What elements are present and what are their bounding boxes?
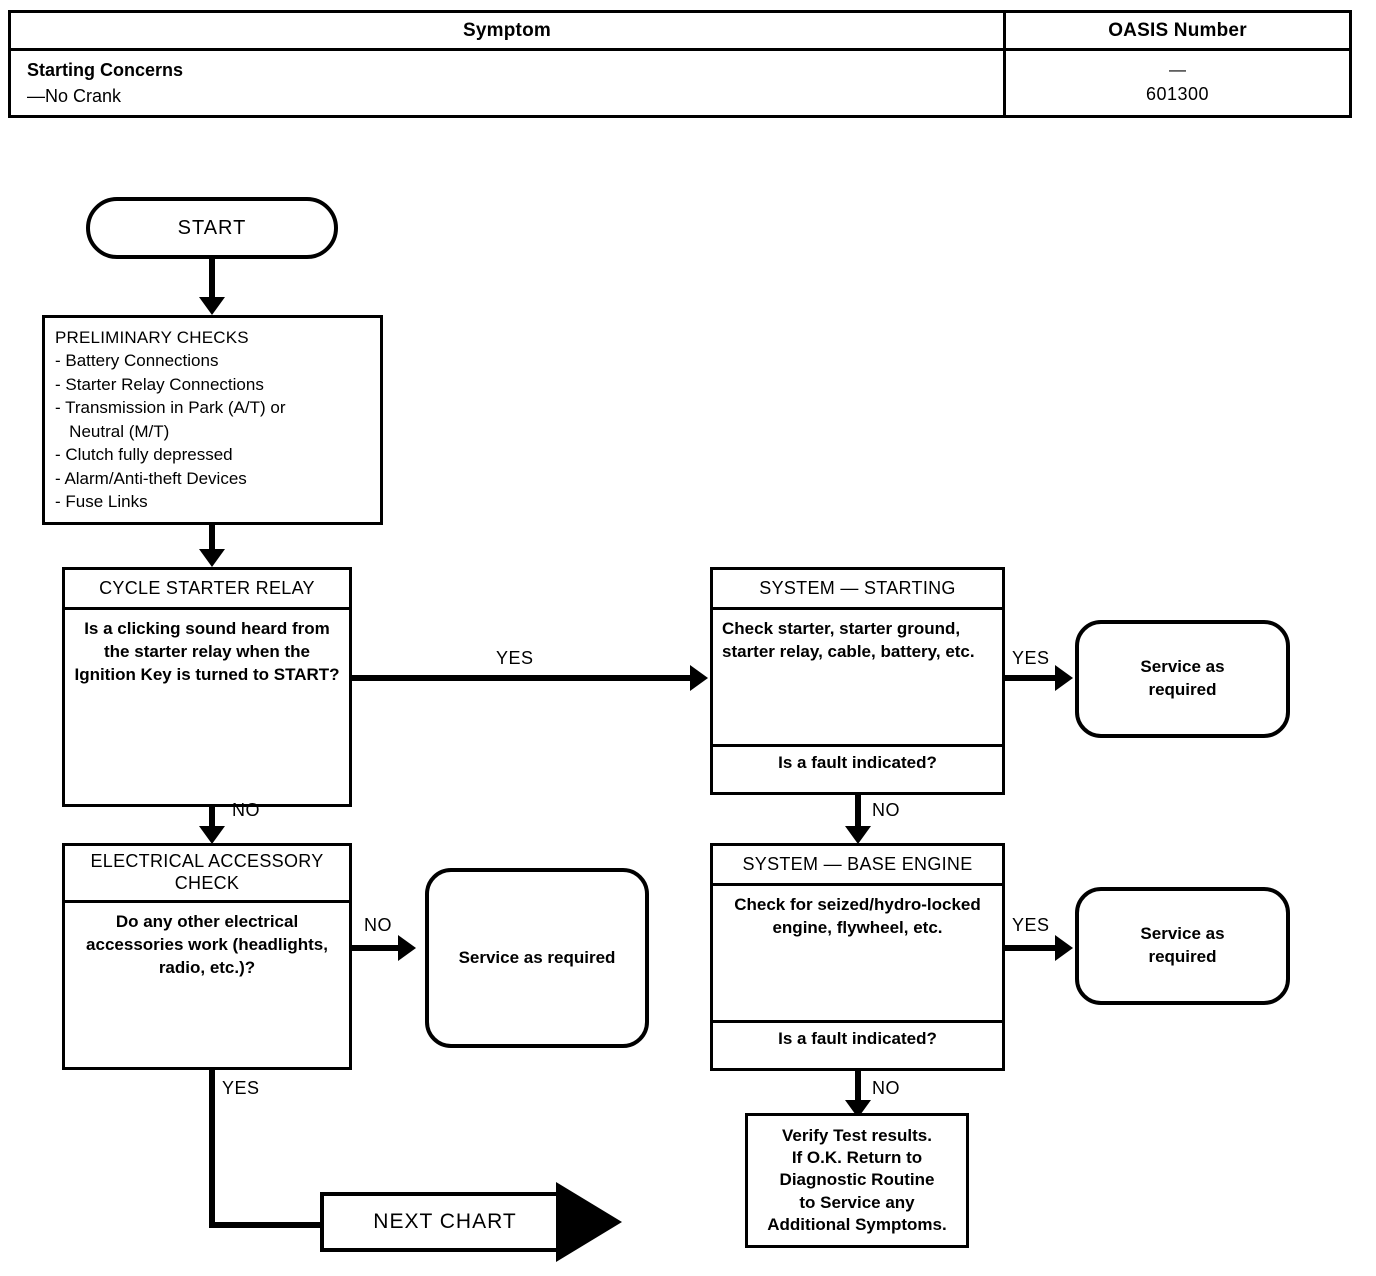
electrical-accessory-check-node: ELECTRICAL ACCESSORY CHECK Do any other … bbox=[62, 843, 352, 1070]
preliminary-item-fuse-links: - Fuse Links bbox=[55, 492, 148, 512]
preliminary-checks-node: PRELIMINARY CHECKS - Battery Connections… bbox=[42, 315, 383, 525]
connector-relay-yes bbox=[352, 675, 692, 681]
arrowhead-base-engine-yes bbox=[1055, 935, 1073, 961]
preliminary-checks-content: PRELIMINARY CHECKS - Battery Connections… bbox=[45, 318, 380, 522]
preliminary-item-neutral: Neutral (M/T) bbox=[55, 421, 170, 441]
system-starting-title: SYSTEM — STARTING bbox=[713, 570, 1002, 610]
cycle-starter-relay-question: Is a clicking sound heard from the start… bbox=[74, 619, 340, 684]
service-as-required-accessory: Service as required bbox=[425, 868, 649, 1048]
arrowhead-relay-no bbox=[199, 826, 225, 844]
symptom-header-cell: Symptom bbox=[11, 13, 1006, 48]
symptom-value-cell: Starting Concerns —No Crank bbox=[11, 51, 1006, 115]
connector-base-engine-yes bbox=[1005, 945, 1057, 951]
preliminary-item-alarm: - Alarm/Anti-theft Devices bbox=[55, 468, 247, 488]
connector-accessory-yes-vertical bbox=[209, 1070, 215, 1228]
symptom-title: Starting Concerns bbox=[27, 59, 184, 80]
edge-label-starting-no: NO bbox=[872, 800, 900, 820]
edge-label-base-engine-no: NO bbox=[872, 1078, 900, 1098]
electrical-accessory-check-title: ELECTRICAL ACCESSORY CHECK bbox=[65, 846, 349, 903]
arrowhead-start-to-preliminary bbox=[199, 297, 225, 315]
oasis-header-cell: OASIS Number bbox=[1006, 13, 1349, 48]
verify-test-results-node: Verify Test results. If O.K. Return to D… bbox=[745, 1113, 969, 1248]
preliminary-item-battery: - Battery Connections bbox=[55, 351, 219, 371]
system-base-engine-body: Check for seized/hydro-locked engine, fl… bbox=[734, 895, 981, 937]
service-as-required-base-engine: Service as required bbox=[1075, 887, 1290, 1005]
preliminary-item-transmission: - Transmission in Park (A/T) or bbox=[55, 398, 286, 418]
next-chart-banner[interactable]: NEXT CHART bbox=[320, 1192, 570, 1252]
next-chart-label: NEXT CHART bbox=[373, 1210, 517, 1233]
service-as-required-starting: Service as required bbox=[1075, 620, 1290, 738]
table-data-row: Starting Concerns —No Crank — 601300 bbox=[11, 51, 1349, 115]
arrowhead-accessory-no bbox=[398, 935, 416, 961]
next-chart-arrowhead-icon bbox=[556, 1182, 622, 1262]
arrowhead-starting-yes bbox=[1055, 665, 1073, 691]
preliminary-item-starter-relay: - Starter Relay Connections bbox=[55, 374, 264, 394]
preliminary-item-clutch: - Clutch fully depressed bbox=[55, 445, 233, 465]
cycle-starter-relay-title: CYCLE STARTER RELAY bbox=[65, 570, 349, 610]
arrowhead-preliminary-to-relay bbox=[199, 549, 225, 567]
oasis-dash: — bbox=[1169, 60, 1186, 79]
symptom-detail: —No Crank bbox=[27, 86, 122, 106]
connector-start-to-preliminary bbox=[209, 259, 215, 299]
preliminary-checks-title: PRELIMINARY CHECKS bbox=[55, 328, 249, 347]
symptom-oasis-table: Symptom OASIS Number Starting Concerns —… bbox=[8, 10, 1352, 118]
table-header-row: Symptom OASIS Number bbox=[11, 13, 1349, 51]
oasis-column-header: OASIS Number bbox=[1108, 19, 1247, 41]
verify-test-results-label: Verify Test results. If O.K. Return to D… bbox=[767, 1126, 947, 1234]
connector-accessory-no bbox=[352, 945, 400, 951]
oasis-number: 601300 bbox=[1145, 84, 1210, 104]
edge-label-relay-no: NO bbox=[232, 800, 260, 820]
connector-accessory-yes-horizontal bbox=[209, 1222, 324, 1228]
system-starting-footer: Is a fault indicated? bbox=[713, 744, 1002, 779]
system-base-engine-footer: Is a fault indicated? bbox=[713, 1020, 1002, 1055]
start-terminator: START bbox=[86, 197, 338, 259]
edge-label-accessory-yes: YES bbox=[222, 1078, 260, 1098]
oasis-value-cell: — 601300 bbox=[1006, 51, 1349, 115]
connector-preliminary-to-relay bbox=[209, 525, 215, 551]
service-as-required-starting-label: Service as required bbox=[1140, 657, 1225, 699]
electrical-accessory-check-question: Do any other electrical accessories work… bbox=[86, 912, 328, 977]
symptom-column-header: Symptom bbox=[463, 19, 551, 41]
arrowhead-relay-yes bbox=[690, 665, 708, 691]
connector-base-engine-no bbox=[855, 1071, 861, 1107]
service-as-required-accessory-label: Service as required bbox=[458, 947, 616, 967]
system-base-engine-title: SYSTEM — BASE ENGINE bbox=[713, 846, 1002, 886]
start-label: START bbox=[177, 216, 247, 239]
system-starting-node: SYSTEM — STARTING Check starter, starter… bbox=[710, 567, 1005, 795]
edge-label-relay-yes: YES bbox=[496, 648, 534, 668]
system-starting-body: Check starter, starter ground, starter r… bbox=[722, 619, 975, 661]
arrowhead-starting-no bbox=[845, 826, 871, 844]
connector-starting-yes bbox=[1005, 675, 1057, 681]
service-as-required-base-engine-label: Service as required bbox=[1140, 924, 1225, 966]
edge-label-accessory-no: NO bbox=[364, 915, 392, 935]
system-base-engine-node: SYSTEM — BASE ENGINE Check for seized/hy… bbox=[710, 843, 1005, 1071]
cycle-starter-relay-node: CYCLE STARTER RELAY Is a clicking sound … bbox=[62, 567, 352, 807]
edge-label-base-engine-yes: YES bbox=[1012, 915, 1050, 935]
connector-starting-no bbox=[855, 795, 861, 831]
edge-label-starting-yes: YES bbox=[1012, 648, 1050, 668]
connector-relay-no bbox=[209, 807, 215, 831]
